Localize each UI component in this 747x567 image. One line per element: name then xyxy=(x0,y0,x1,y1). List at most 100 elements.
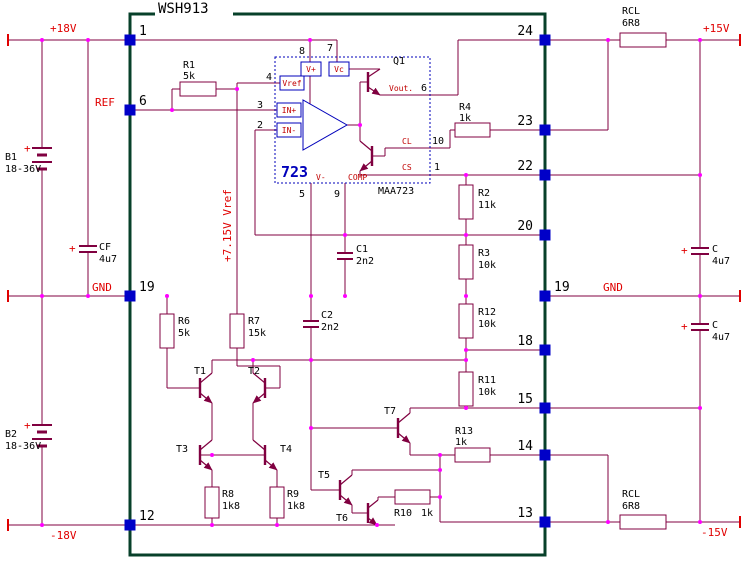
transistor-current-limit xyxy=(359,140,374,172)
junction-dot xyxy=(309,426,313,430)
pin-number-15: 15 xyxy=(517,392,533,407)
collector-lead xyxy=(367,68,381,78)
capacitor-c1: C1 2n2 xyxy=(337,244,374,267)
emitter-lead xyxy=(397,432,411,444)
pin-square-6 xyxy=(124,104,136,116)
resistor-r4: R4 1k xyxy=(454,102,491,138)
collector-lead xyxy=(252,439,266,451)
wire-ic-leads xyxy=(254,81,545,491)
ic-pin-8: 8 xyxy=(299,46,305,57)
battery-plate-long xyxy=(32,424,52,440)
cf-value: 4u7 xyxy=(99,254,117,265)
resistor-r8: R8 1k8 xyxy=(204,486,240,519)
transistor-t1: T1 xyxy=(194,366,213,404)
emitter-lead xyxy=(339,494,353,506)
pin-square-1 xyxy=(124,34,136,46)
t2-designator: T2 xyxy=(248,366,260,377)
junction-dot xyxy=(464,294,468,298)
transistor-t5: T5 xyxy=(318,470,353,506)
wire-top-section xyxy=(130,39,545,314)
junction-dot xyxy=(464,173,468,177)
pin-square-24 xyxy=(539,34,551,46)
junction-dot xyxy=(210,523,214,527)
cl-label: CL xyxy=(402,137,412,146)
resistor-body xyxy=(458,244,474,280)
junction-dot xyxy=(343,294,347,298)
r4-designator: R4 xyxy=(459,102,471,113)
title-backplate xyxy=(155,1,233,16)
external-wiring xyxy=(7,34,741,531)
rail-terminal-ticks xyxy=(7,34,741,531)
capacitor-c-positive: + C 4u7 xyxy=(681,244,730,267)
junction-dot xyxy=(40,38,44,42)
opamp-triangle xyxy=(302,99,349,151)
t3-designator: T3 xyxy=(176,444,188,455)
ic-pin-3: 3 xyxy=(257,100,263,111)
ic-pin-10: 10 xyxy=(432,136,444,147)
resistor-r10: R10 1k xyxy=(394,489,433,519)
plus18v-label: +18V xyxy=(50,22,77,35)
pin-square-14 xyxy=(539,449,551,461)
resistor-r12: R12 10k xyxy=(458,303,496,339)
pin-square-12 xyxy=(124,519,136,531)
ic-pin-2: 2 xyxy=(257,120,263,131)
b2-polarity: + xyxy=(24,419,31,432)
pin-square-19-left xyxy=(124,290,136,302)
junction-dot xyxy=(698,173,702,177)
r3-designator: R3 xyxy=(478,248,490,259)
c1-designator: C1 xyxy=(356,244,368,255)
c-neg-designator: C xyxy=(712,320,718,331)
r10-designator: R10 xyxy=(394,508,412,519)
collector-lead xyxy=(359,140,373,152)
resistor-r11: R11 10k xyxy=(458,371,496,407)
pin-number-12: 12 xyxy=(139,509,155,524)
junction-dot xyxy=(438,495,442,499)
r6-value: 5k xyxy=(178,328,190,339)
pin-number-23: 23 xyxy=(517,114,533,129)
plus15v-label: +15V xyxy=(703,22,730,35)
junction-dot xyxy=(464,233,468,237)
gnd-right-label: GND xyxy=(603,281,623,294)
emitter-lead xyxy=(359,160,373,172)
pin-number-19-left: 19 xyxy=(139,280,155,295)
capacitor-plates xyxy=(303,320,319,328)
in-plus-label: IN+ xyxy=(282,106,297,115)
junction-dot xyxy=(86,38,90,42)
pin-square-23 xyxy=(539,124,551,136)
pin-square-20 xyxy=(539,229,551,241)
q1-designator: Q1 xyxy=(393,56,405,67)
collector-lead xyxy=(367,499,379,509)
r6-designator: R6 xyxy=(178,316,190,327)
in-plus-block xyxy=(276,102,302,118)
r1-designator: R1 xyxy=(183,60,195,71)
ic-boundary-box xyxy=(274,56,431,184)
r3-value: 10k xyxy=(478,260,496,271)
t5-designator: T5 xyxy=(318,470,330,481)
in-minus-label: IN- xyxy=(282,126,296,135)
module-title: WSH913 xyxy=(158,1,209,17)
junction-dot xyxy=(343,233,347,237)
collector-lead xyxy=(339,474,353,486)
v-plus-label: V+ xyxy=(306,65,316,74)
junction-dot xyxy=(438,468,442,472)
resistor-body xyxy=(619,514,667,530)
rcl-bottom-value: 6R8 xyxy=(622,501,640,512)
junction-dot xyxy=(358,123,362,127)
resistor-r3: R3 10k xyxy=(458,244,496,280)
ic-pin-7: 7 xyxy=(327,43,333,54)
r4-value: 1k xyxy=(459,113,471,124)
rcl-top-value: 6R8 xyxy=(622,18,640,29)
rcl-bottom-designator: RCL xyxy=(622,489,640,500)
in-minus-block xyxy=(276,122,302,138)
wire-lower-section xyxy=(130,296,440,526)
t6-designator: T6 xyxy=(336,513,348,524)
r2-value: 11k xyxy=(478,200,496,211)
collector-lead xyxy=(252,372,266,384)
resistor-r2: R2 11k xyxy=(458,184,496,220)
b2-value: 18-36V xyxy=(5,441,41,452)
vc-block xyxy=(328,61,350,77)
b1-value: 18-36V xyxy=(5,164,41,175)
rail-labels: +18V REF GND -18V +15V GND -15V +7.15V V… xyxy=(50,22,730,542)
